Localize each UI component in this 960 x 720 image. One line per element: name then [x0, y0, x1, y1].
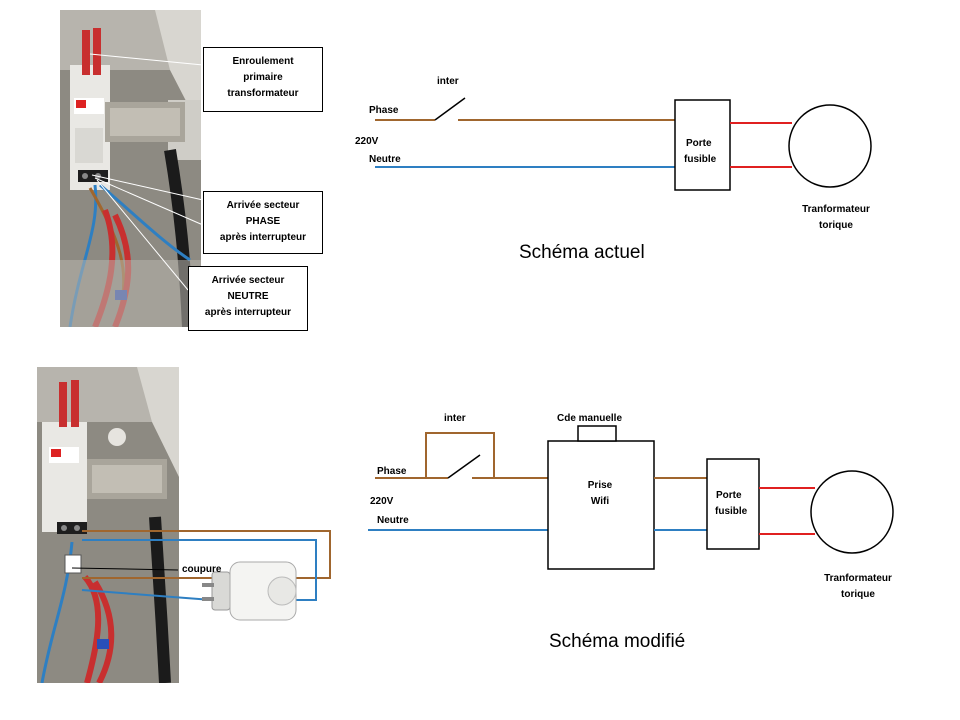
fuse-holder [674, 99, 731, 191]
electrical-panel-modified-photo [37, 367, 179, 683]
switch-label: inter [444, 413, 466, 424]
phase-label: Phase [369, 105, 399, 116]
transformer-label-line1: Tranformateur [824, 573, 892, 584]
plug-label-line1: Prise [588, 480, 613, 491]
callout-primary-winding: Enroulement primaire transformateur [203, 47, 323, 112]
schema-actuel: inter Phase 220V Neutre Porte fusible Tr… [355, 76, 872, 263]
toroidal-transformer [810, 470, 894, 554]
smart-plug-photo [202, 561, 297, 621]
transformer-label-line2: torique [841, 589, 875, 600]
voltage-label: 220V [370, 496, 394, 507]
bottom-photo [37, 367, 179, 683]
schema-actuel-title: Schéma actuel [519, 242, 645, 263]
callout-neutral-input: Arrivée secteur NEUTRE après interrupteu… [188, 266, 308, 331]
cut-label: coupure [182, 564, 222, 575]
transformer-label-line2: torique [819, 220, 853, 231]
fuse-label-line1: Porte [686, 138, 712, 149]
switch-lever [447, 454, 481, 479]
transformer-label-line1: Tranformateur [802, 204, 870, 215]
fuse-label-line1: Porte [716, 490, 742, 501]
fuse-label-line2: fusible [715, 506, 748, 517]
callout-phase-input: Arrivée secteur PHASE après interrupteur [203, 191, 323, 254]
voltage-label: 220V [355, 136, 379, 147]
neutral-label: Neutre [369, 154, 401, 165]
switch-lever [434, 97, 466, 121]
schema-modifie-title: Schéma modifié [549, 631, 685, 652]
plug-label-line2: Wifi [591, 496, 609, 507]
switch-bypass-wire [425, 432, 495, 478]
switch-label: inter [437, 76, 459, 87]
phase-label: Phase [377, 466, 407, 477]
fuse-label-line2: fusible [684, 154, 717, 165]
photo-wiring-overlay [71, 530, 331, 601]
fuse-holder [706, 458, 760, 550]
manual-button [577, 425, 617, 442]
neutral-label: Neutre [377, 515, 409, 526]
manual-control-label: Cde manuelle [557, 413, 622, 424]
schema-modifie: inter Cde manuelle Phase 220V Neutre Pri… [368, 413, 894, 652]
toroidal-transformer [788, 104, 872, 188]
